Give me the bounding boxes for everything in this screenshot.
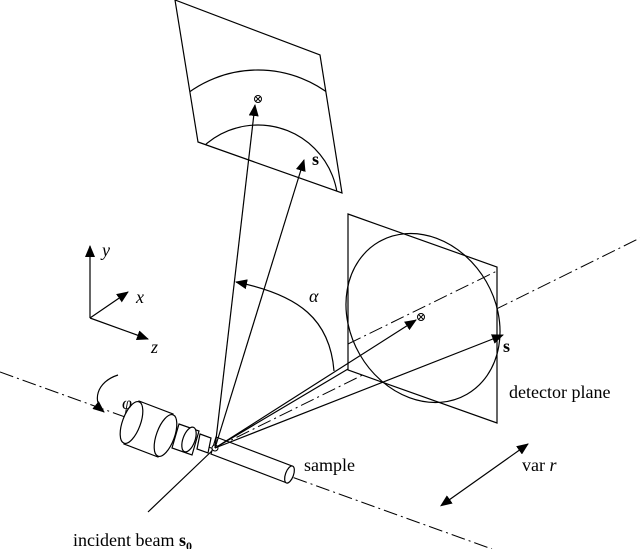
upper-diffraction-ring-outer <box>175 69 342 193</box>
detector-plane-label: detector plane <box>509 382 610 402</box>
rotation-arrow <box>92 374 119 413</box>
vector-to-upper-center <box>214 104 259 449</box>
vector-to-right-lower <box>214 368 349 449</box>
incident-beam-label: incident beam s0 <box>73 530 192 549</box>
upper-center-mark <box>254 95 262 103</box>
alpha-arc <box>235 279 335 372</box>
s-right-label: s <box>503 336 510 356</box>
upper-diffraction-ring-inner <box>177 124 339 193</box>
vector-to-right-center <box>214 319 417 449</box>
right-center-mark <box>417 313 425 321</box>
axis-z-label: z <box>150 337 158 357</box>
axis-y-label: y <box>100 240 110 260</box>
vector-s-right <box>214 334 504 449</box>
var-r-label: var r <box>522 455 557 475</box>
alpha-label: α <box>309 286 319 306</box>
axis-x-label: x <box>135 287 144 307</box>
phi-label: φ <box>122 393 132 413</box>
var-r-arrow <box>440 443 529 507</box>
vector-s-upper <box>214 159 306 449</box>
detector-axis-line <box>214 237 640 449</box>
right-diffraction-ring <box>345 232 501 404</box>
coordinate-axes <box>85 245 149 340</box>
beam-axis-line <box>0 371 493 549</box>
incident-beam-line <box>147 447 216 513</box>
sample-holder <box>119 400 212 458</box>
s-upper-label: s <box>312 149 319 169</box>
sample-label: sample <box>304 455 355 475</box>
